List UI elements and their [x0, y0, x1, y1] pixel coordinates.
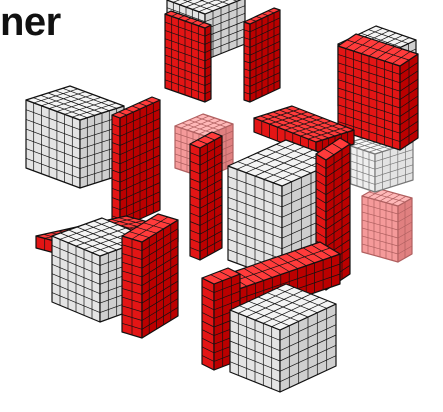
left-red-block-tall: [112, 97, 160, 228]
left-red-block-lower: [122, 214, 178, 338]
back-red-block-left: [165, 11, 211, 102]
center-red-block-left: [190, 132, 222, 260]
right-faded-red-block: [362, 188, 412, 262]
back-red-block-right: [244, 8, 280, 102]
left-white-cube-upper: [26, 86, 124, 188]
